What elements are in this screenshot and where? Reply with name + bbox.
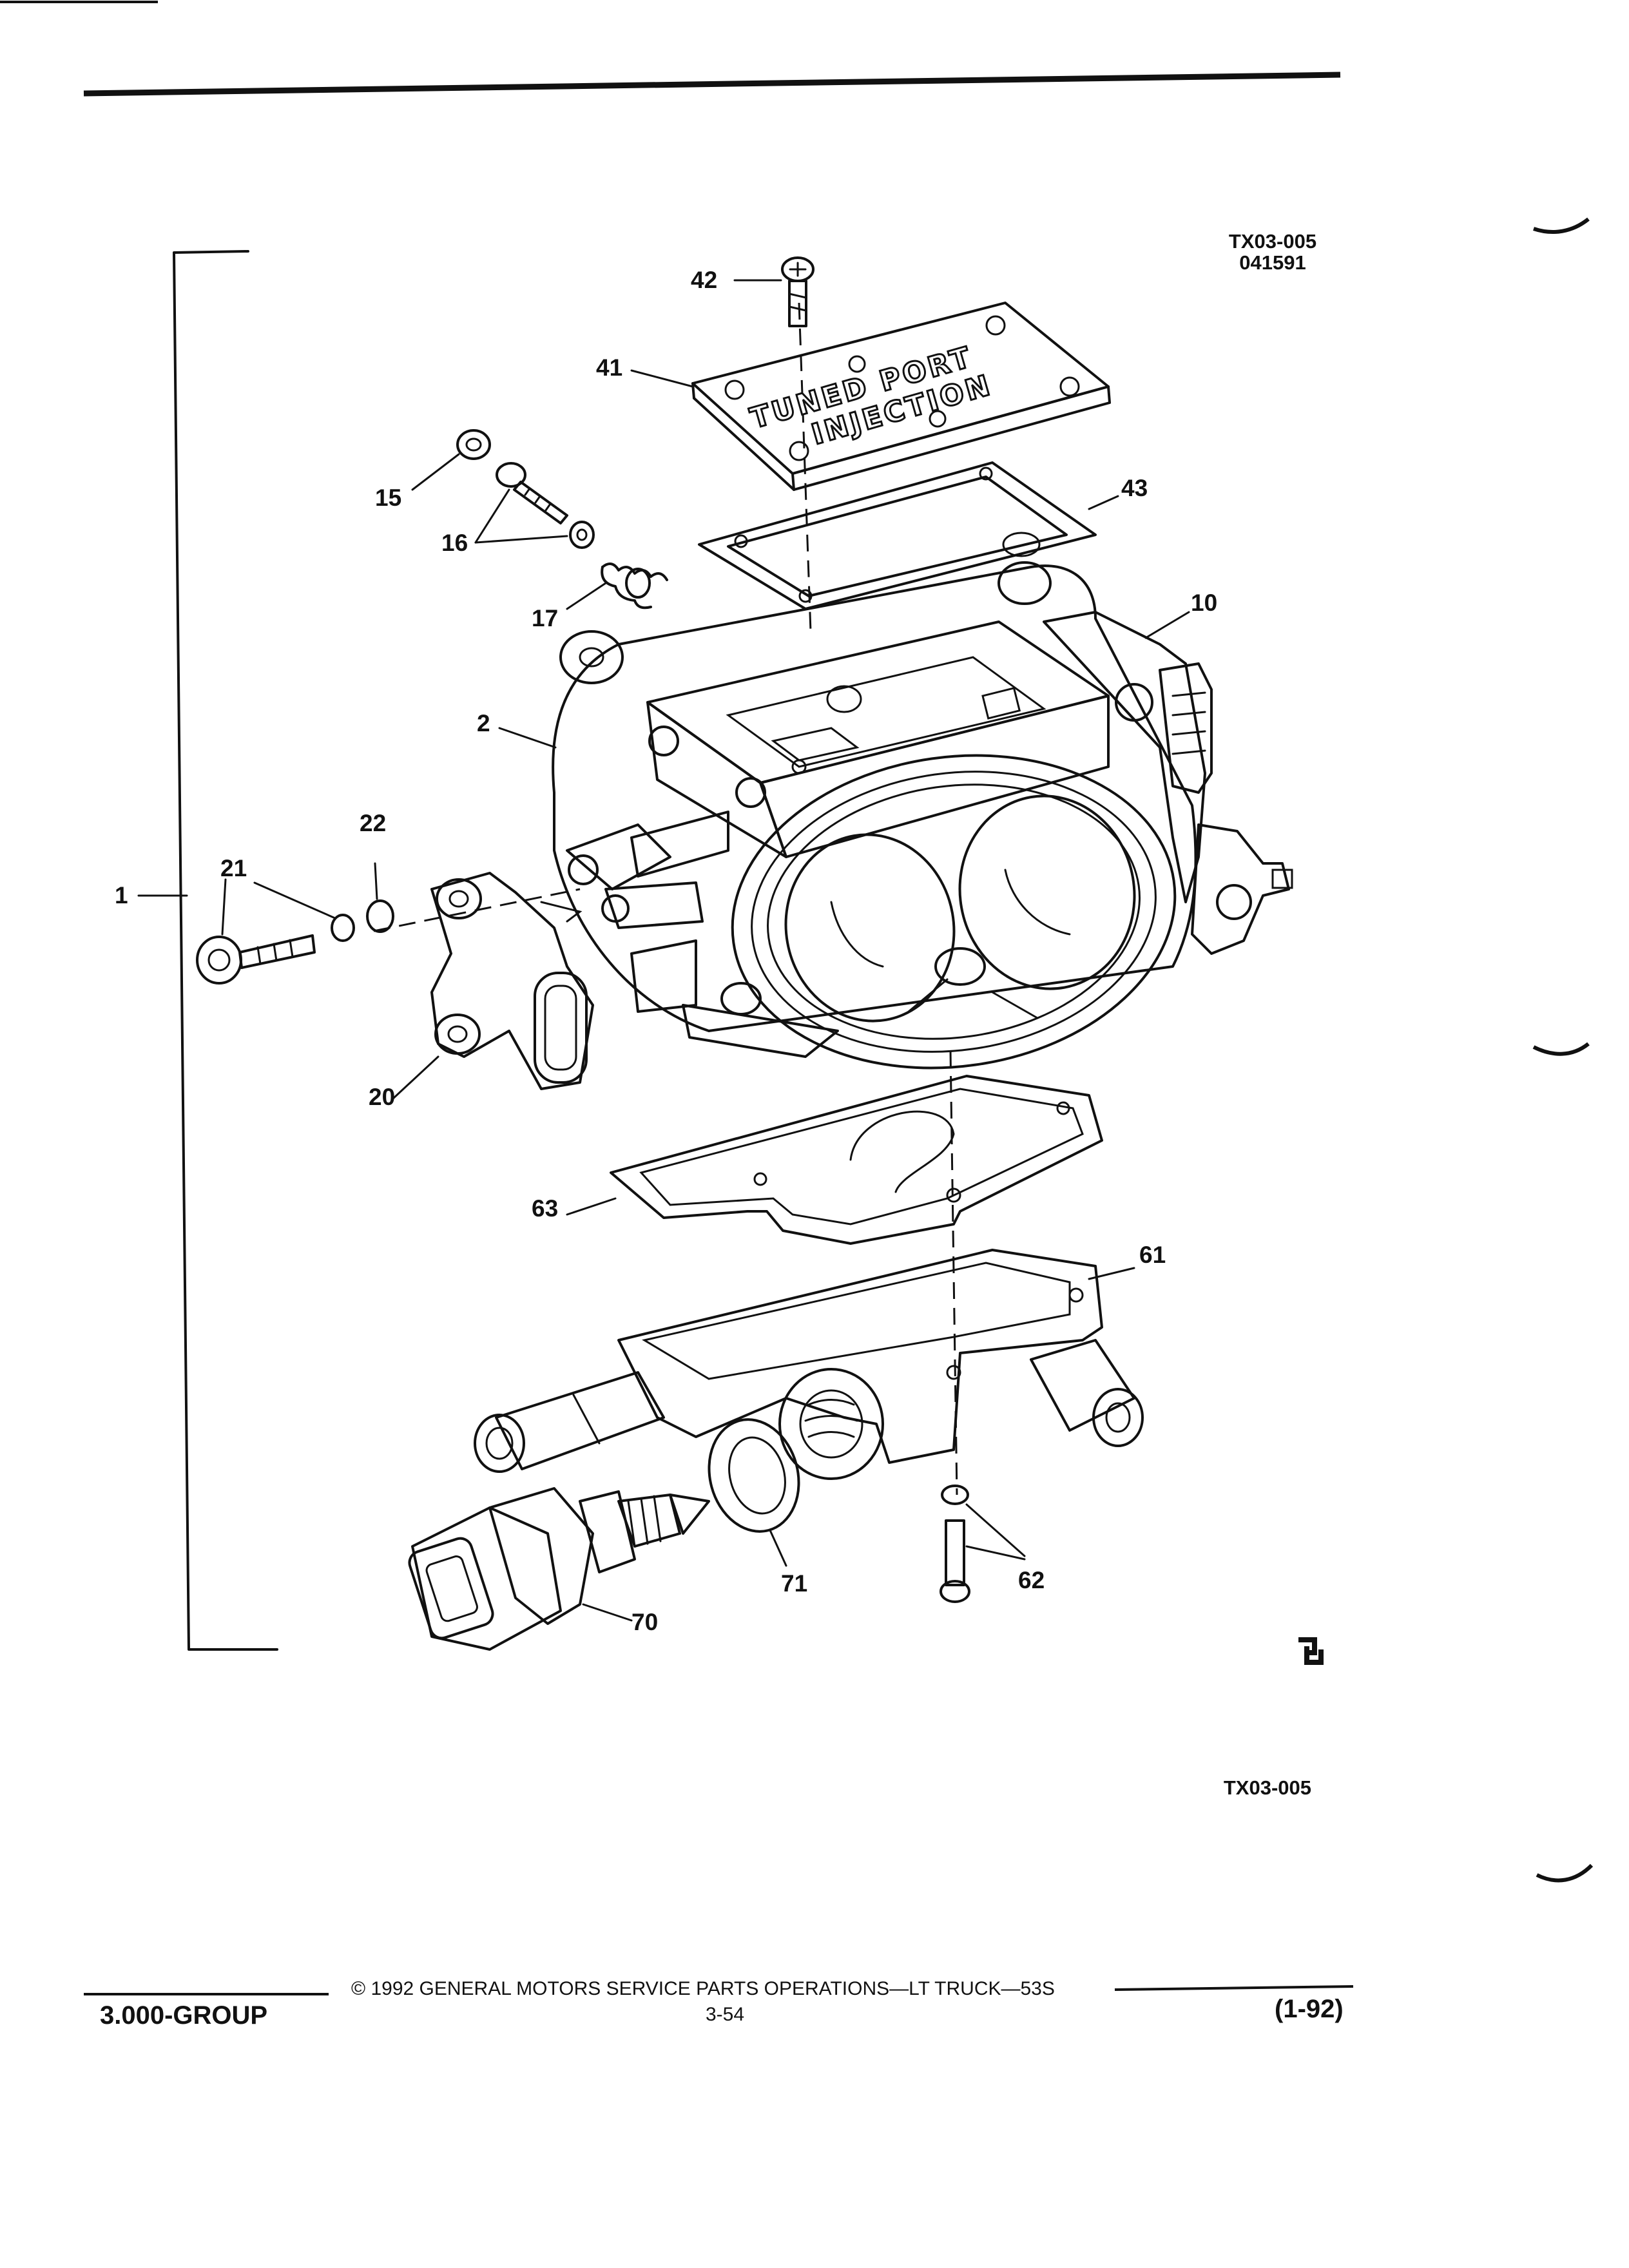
- figure-date: 041591: [1239, 251, 1306, 274]
- screw-42-icon: [781, 256, 815, 327]
- gasket-63-icon: [610, 1075, 1103, 1245]
- footer-copyright: © 1992 GENERAL MOTORS SERVICE PARTS OPER…: [351, 1978, 1055, 2000]
- callout-15: 15: [375, 485, 401, 511]
- washer-22-icon: [366, 899, 394, 933]
- copyright-text: 1992 GENERAL MOTORS SERVICE PARTS OPERAT…: [371, 1978, 1055, 1999]
- callout-63: 63: [532, 1195, 558, 1222]
- callout-2: 2: [477, 710, 490, 736]
- alignment-line-top: [798, 302, 812, 632]
- throttle-body-icon: [552, 561, 1293, 1070]
- scan-mark: [1533, 217, 1590, 234]
- gasket-43-icon: [698, 461, 1097, 610]
- assembly-bracket: [137, 250, 278, 1651]
- symbol-mark-icon: [1298, 1637, 1324, 1665]
- footer-rule-right: [1114, 1985, 1354, 1991]
- temperature-sensor-icon: [408, 1487, 710, 1651]
- throttle-body-cover-plate-icon: TUNED PORT INJECTION: [691, 302, 1111, 491]
- callout-41: 41: [596, 354, 622, 381]
- scan-mark: [1532, 1042, 1590, 1056]
- callout-61: 61: [1139, 1242, 1166, 1268]
- callout-16: 16: [441, 530, 468, 556]
- callout-17: 17: [532, 605, 558, 631]
- callout-20: 20: [369, 1084, 395, 1110]
- throttle-position-sensor-icon: [430, 872, 594, 1090]
- washer-71-icon: [708, 1418, 800, 1533]
- footer-group: 3.000-GROUP: [100, 2001, 268, 2030]
- callout-21: 21: [220, 855, 247, 881]
- spring-17-icon: [601, 562, 668, 610]
- screw-16-icon: [496, 462, 595, 549]
- footer-revision: (1-92): [1275, 1995, 1344, 2023]
- scan-mark: [1536, 1863, 1594, 1883]
- callout-42: 42: [691, 267, 717, 293]
- coolant-housing-61-icon: [474, 1249, 1144, 1480]
- figure-code: TX03-005: [1229, 230, 1316, 253]
- callout-71: 71: [781, 1570, 807, 1597]
- callout-70: 70: [631, 1609, 658, 1635]
- callout-10: 10: [1191, 590, 1217, 616]
- callout-43: 43: [1121, 475, 1148, 501]
- footer-page-number: 3-54: [706, 2004, 745, 2025]
- top-rule: [83, 72, 1341, 97]
- screw-62-icon: [940, 1485, 970, 1603]
- copyright-symbol: ©: [351, 1978, 366, 1999]
- callout-62: 62: [1018, 1567, 1045, 1593]
- screw-21-icon: [196, 914, 355, 985]
- callout-22: 22: [360, 810, 386, 836]
- callout-1: 1: [115, 882, 128, 908]
- figure-code-bottom: TX03-005: [1224, 1776, 1311, 1799]
- washer-15-icon: [456, 429, 491, 460]
